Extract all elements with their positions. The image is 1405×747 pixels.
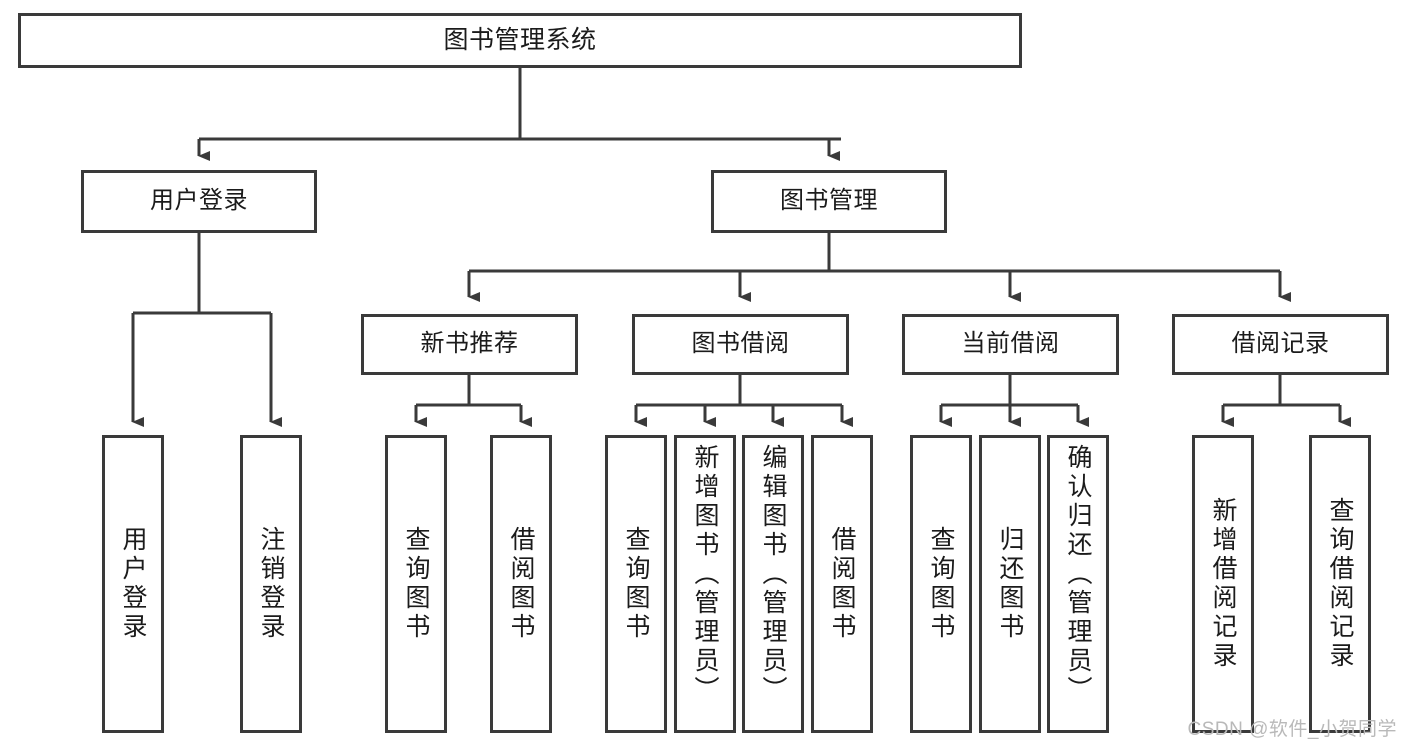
node-new-book-recommend[interactable]: 新书推荐 bbox=[361, 314, 578, 375]
node-book-borrow[interactable]: 图书借阅 bbox=[632, 314, 849, 375]
leaf-user-login[interactable]: 用户登录 bbox=[102, 435, 164, 733]
node-user-login-label: 用户登录 bbox=[150, 187, 248, 215]
node-book-borrow-label: 图书借阅 bbox=[691, 330, 790, 358]
node-borrow-record[interactable]: 借阅记录 bbox=[1172, 314, 1389, 375]
leaf-query-book-borrow[interactable]: 查询图书 bbox=[605, 435, 667, 733]
leaf-query-book-recommend-label: 查询图书 bbox=[402, 526, 430, 642]
leaf-logout-label: 注销登录 bbox=[257, 526, 285, 642]
leaf-query-book-current[interactable]: 查询图书 bbox=[910, 435, 972, 733]
leaf-query-borrow-record-label: 查询借阅记录 bbox=[1326, 497, 1354, 671]
leaf-query-borrow-record[interactable]: 查询借阅记录 bbox=[1309, 435, 1371, 733]
leaf-return-book-label: 归还图书 bbox=[996, 526, 1024, 642]
node-book-manage[interactable]: 图书管理 bbox=[711, 170, 947, 233]
leaf-borrow-book-borrow-label: 借阅图书 bbox=[828, 526, 856, 642]
leaf-add-book-admin-label: 新增图书（管理员） bbox=[691, 444, 719, 705]
leaf-add-borrow-record[interactable]: 新增借阅记录 bbox=[1192, 435, 1254, 733]
leaf-query-book-recommend[interactable]: 查询图书 bbox=[385, 435, 447, 733]
leaf-borrow-book-recommend-label: 借阅图书 bbox=[507, 526, 535, 642]
leaf-edit-book-admin[interactable]: 编辑图书（管理员） bbox=[742, 435, 804, 733]
leaf-return-book[interactable]: 归还图书 bbox=[979, 435, 1041, 733]
leaf-add-borrow-record-label: 新增借阅记录 bbox=[1209, 497, 1237, 671]
leaf-confirm-return-admin[interactable]: 确认归还（管理员） bbox=[1047, 435, 1109, 733]
node-root-label: 图书管理系统 bbox=[443, 25, 597, 54]
leaf-edit-book-admin-label: 编辑图书（管理员） bbox=[759, 444, 787, 705]
leaf-user-login-label: 用户登录 bbox=[119, 526, 147, 642]
node-book-manage-label: 图书管理 bbox=[780, 187, 878, 215]
node-current-borrow[interactable]: 当前借阅 bbox=[902, 314, 1119, 375]
node-new-book-recommend-label: 新书推荐 bbox=[420, 330, 519, 358]
leaf-borrow-book-recommend[interactable]: 借阅图书 bbox=[490, 435, 552, 733]
leaf-confirm-return-admin-label: 确认归还（管理员） bbox=[1064, 444, 1092, 705]
node-root[interactable]: 图书管理系统 bbox=[18, 13, 1022, 68]
node-user-login[interactable]: 用户登录 bbox=[81, 170, 317, 233]
node-borrow-record-label: 借阅记录 bbox=[1231, 330, 1330, 358]
leaf-add-book-admin[interactable]: 新增图书（管理员） bbox=[674, 435, 736, 733]
leaf-query-book-borrow-label: 查询图书 bbox=[622, 526, 650, 642]
leaf-logout[interactable]: 注销登录 bbox=[240, 435, 302, 733]
leaf-query-book-current-label: 查询图书 bbox=[927, 526, 955, 642]
leaf-borrow-book-borrow[interactable]: 借阅图书 bbox=[811, 435, 873, 733]
node-current-borrow-label: 当前借阅 bbox=[961, 330, 1060, 358]
